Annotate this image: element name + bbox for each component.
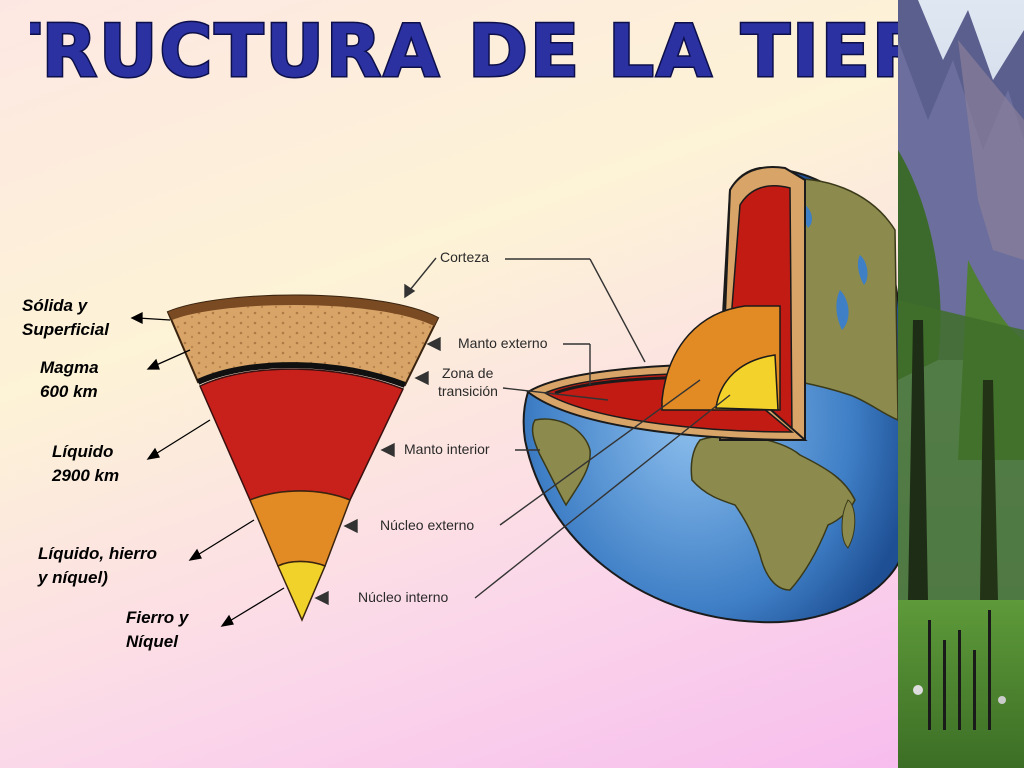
label-hierro-line-1: Líquido, hierro (38, 544, 157, 563)
cutaway-inner-core (715, 354, 779, 411)
callout-zona-transicion-1: Zona de (442, 365, 494, 381)
label-liquido-hierro: Líquido, hierro y níquel) (38, 542, 157, 590)
label-liquido-line-1: Líquido (52, 442, 114, 461)
label-fierro-line-2: Níquel (126, 632, 178, 651)
africa-continent (690, 434, 856, 591)
callout-corteza: Corteza (440, 249, 489, 265)
label-liquido: Líquido 2900 km (52, 440, 119, 488)
label-solida-line-2: Superficial (22, 320, 109, 339)
earth-wedge-section (166, 294, 440, 622)
label-fierro-niquel: Fierro y Níquel (126, 606, 188, 654)
label-magma-line-1: Magma (40, 358, 99, 377)
label-magma-line-2: 600 km (40, 382, 98, 401)
callout-lines (314, 257, 731, 606)
label-liquido-line-2: 2900 km (52, 466, 120, 485)
earth-globe (522, 166, 901, 624)
callout-zona-transicion-2: transición (438, 383, 498, 399)
label-solida-superficial: Sólida y Superficial (22, 294, 109, 342)
slide-title: ESTRUCTURA DE LA TIERRA (30, 8, 900, 93)
left-arrows (130, 311, 285, 627)
wedge-outer-core (249, 490, 351, 568)
label-solida-line-1: Sólida y (22, 296, 88, 315)
wedge-mantle (199, 368, 405, 501)
callout-manto-externo: Manto externo (458, 335, 548, 351)
south-america-continent (531, 418, 591, 507)
wedge-crust-top (168, 295, 438, 326)
wedge-inner-core (277, 560, 326, 622)
callout-manto-interior: Manto interior (404, 441, 490, 457)
madagascar-island (841, 499, 856, 549)
label-fierro-line-1: Fierro y (126, 608, 189, 627)
label-magma: Magma 600 km (40, 356, 99, 404)
callout-nucleo-interno: Núcleo interno (358, 589, 448, 605)
wedge-transition-line (196, 362, 407, 388)
landscape-photo (898, 0, 1024, 768)
callout-nucleo-externo: Núcleo externo (380, 517, 474, 533)
slide-title-text: ESTRUCTURA DE LA TIERRA (30, 9, 900, 92)
label-hierro-line-2: y níquel) (38, 568, 108, 587)
